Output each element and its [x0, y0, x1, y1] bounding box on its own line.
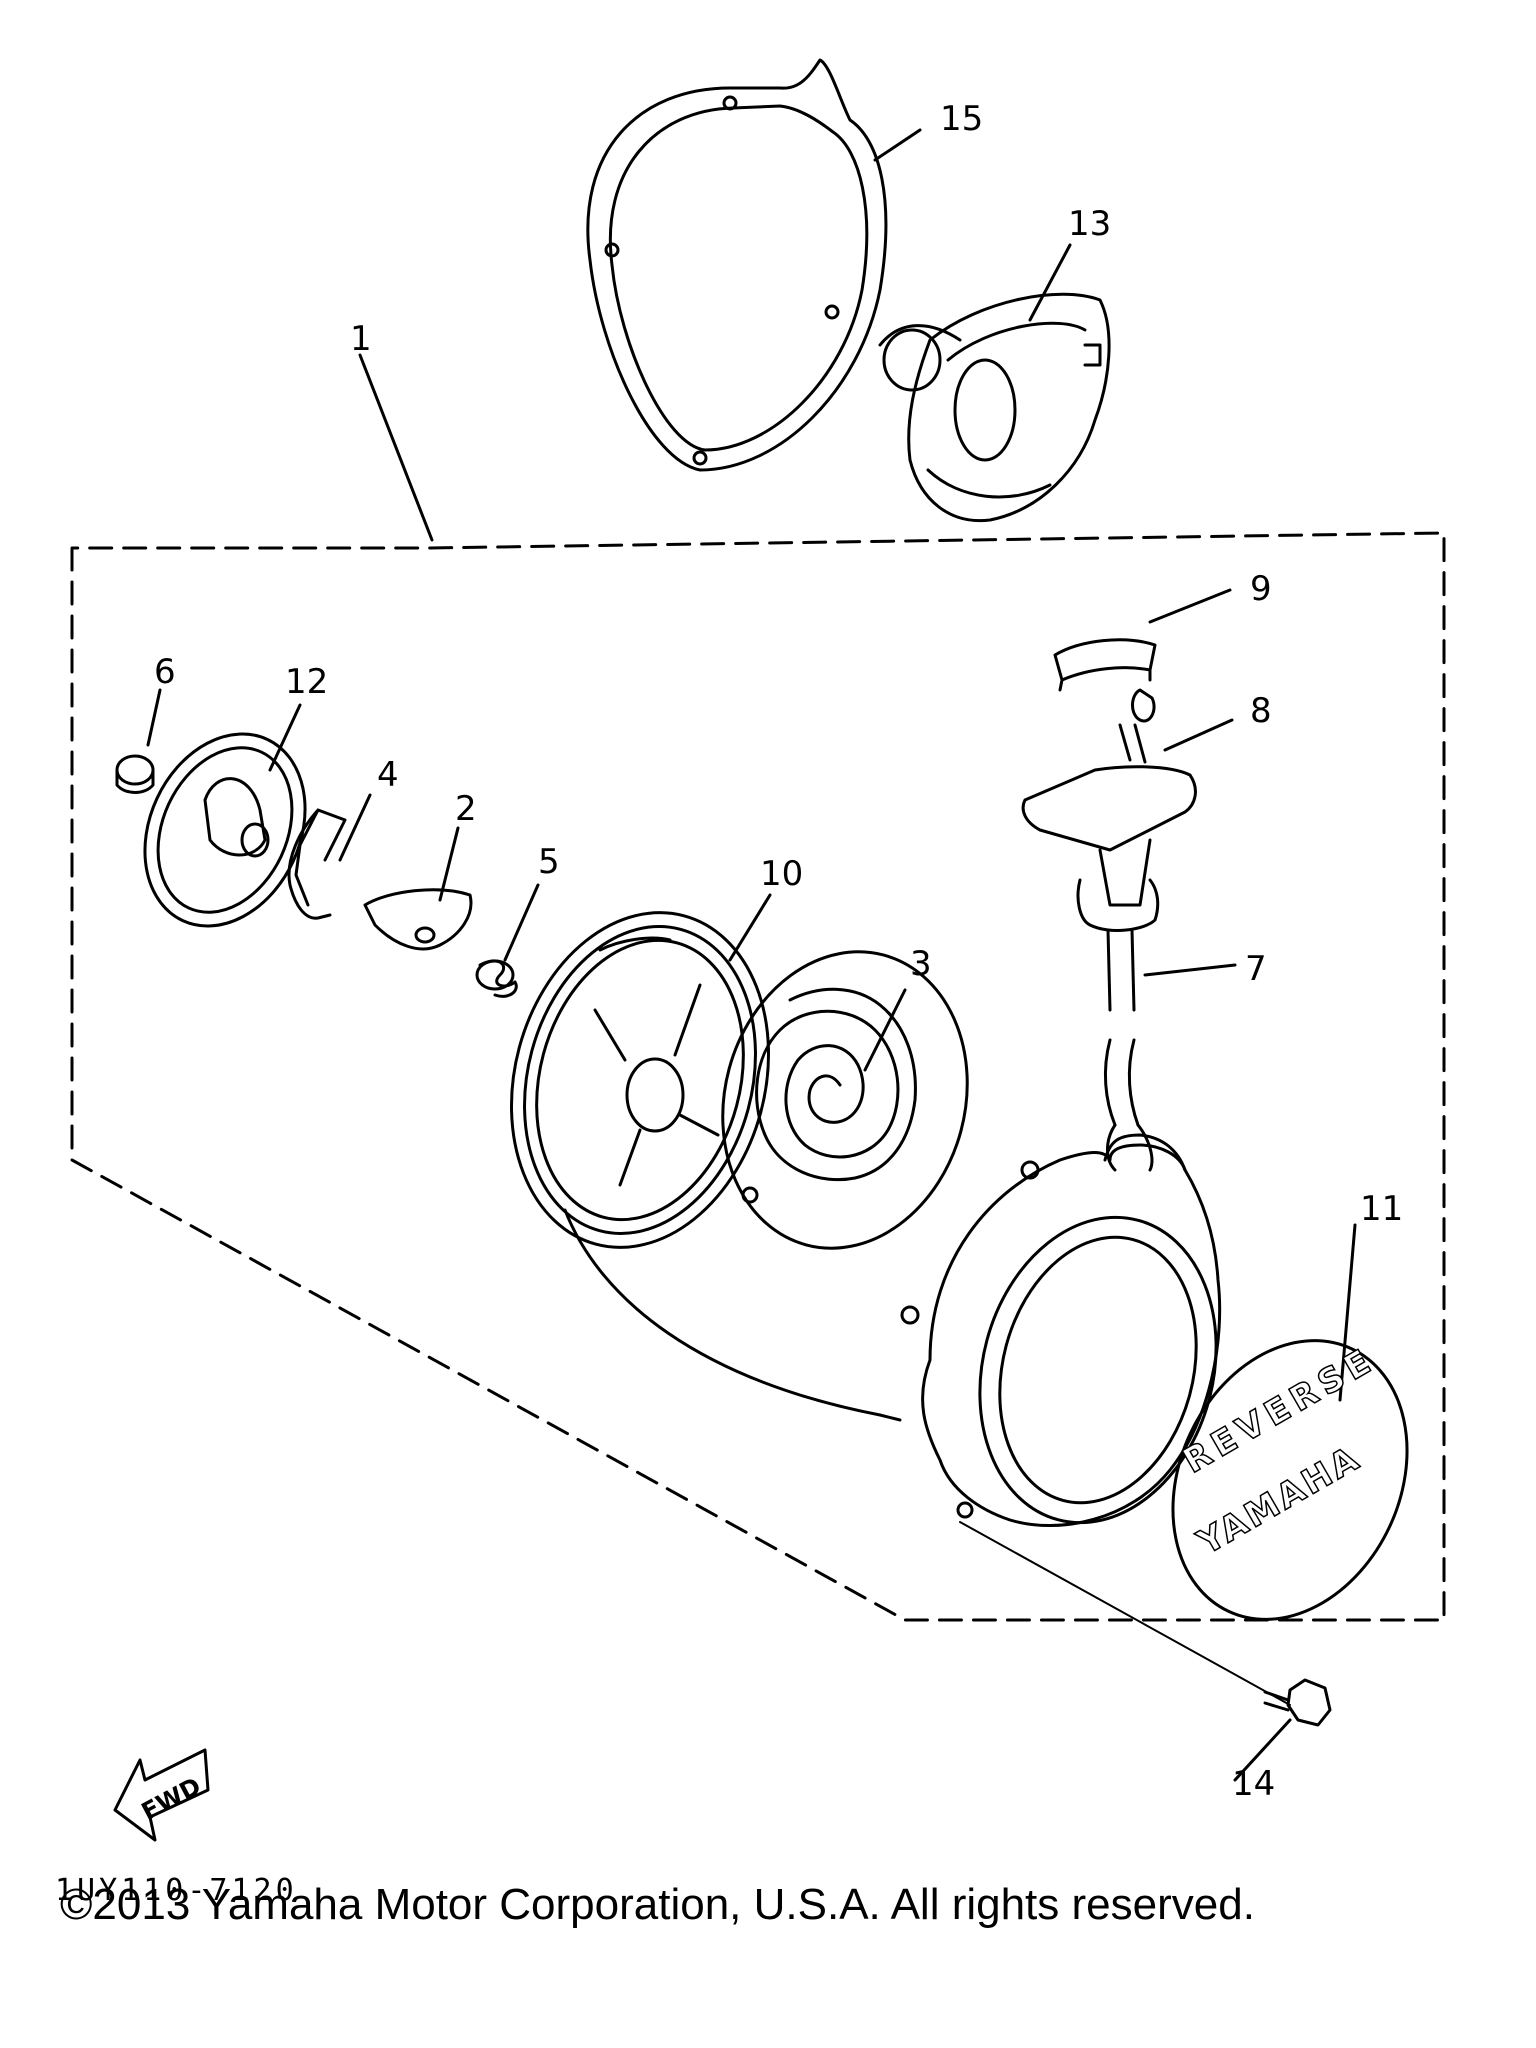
emblem-part	[1171, 1339, 1409, 1621]
drawing-code: 1UY110-7120	[55, 1873, 298, 1908]
callout-8: 8	[1250, 691, 1272, 731]
callout-1: 1	[350, 319, 372, 359]
callout-5: 5	[538, 842, 560, 882]
callout-3: 3	[910, 944, 932, 984]
starter-rope-part	[1103, 928, 1154, 1172]
fwd-arrow	[113, 1748, 210, 1842]
pawl-part	[363, 888, 473, 951]
callout-12: 12	[285, 662, 328, 702]
callout-4: 4	[377, 755, 399, 795]
pawl-spring-part	[475, 959, 518, 998]
drive-plate-part	[143, 732, 307, 928]
copyright-notice: ©2013 Yamaha Motor Corporation, U.S.A. A…	[60, 1880, 1255, 1929]
handle-plug-part	[1053, 638, 1157, 692]
callout-15: 15	[940, 99, 983, 139]
assembly-boundary	[70, 531, 1446, 1622]
callout-9: 9	[1250, 569, 1272, 609]
pulley-cover-part	[878, 292, 1111, 523]
nut-part	[115, 754, 155, 794]
callout-6: 6	[154, 652, 176, 692]
gasket-part	[586, 58, 888, 472]
leader-lines	[146, 128, 1357, 1782]
callout-14: 14	[1232, 1764, 1275, 1804]
sheave-drum-part	[509, 911, 902, 1422]
callouts: 1 2 3 4 5 6 7 8 9 10 11 12 13 14 15	[154, 99, 1403, 1804]
callout-13: 13	[1068, 204, 1111, 244]
callout-11: 11	[1360, 1189, 1403, 1229]
bolt-part	[1263, 1678, 1332, 1727]
callout-10: 10	[760, 854, 803, 894]
starter-handle-part	[1021, 688, 1197, 932]
spring-clip-part	[287, 808, 347, 920]
starter-case-part	[900, 1133, 1222, 1527]
emblem-lettering: REVERSE YAMAHA	[1176, 1339, 1384, 1565]
callout-7: 7	[1245, 949, 1267, 989]
callout-2: 2	[455, 789, 477, 829]
